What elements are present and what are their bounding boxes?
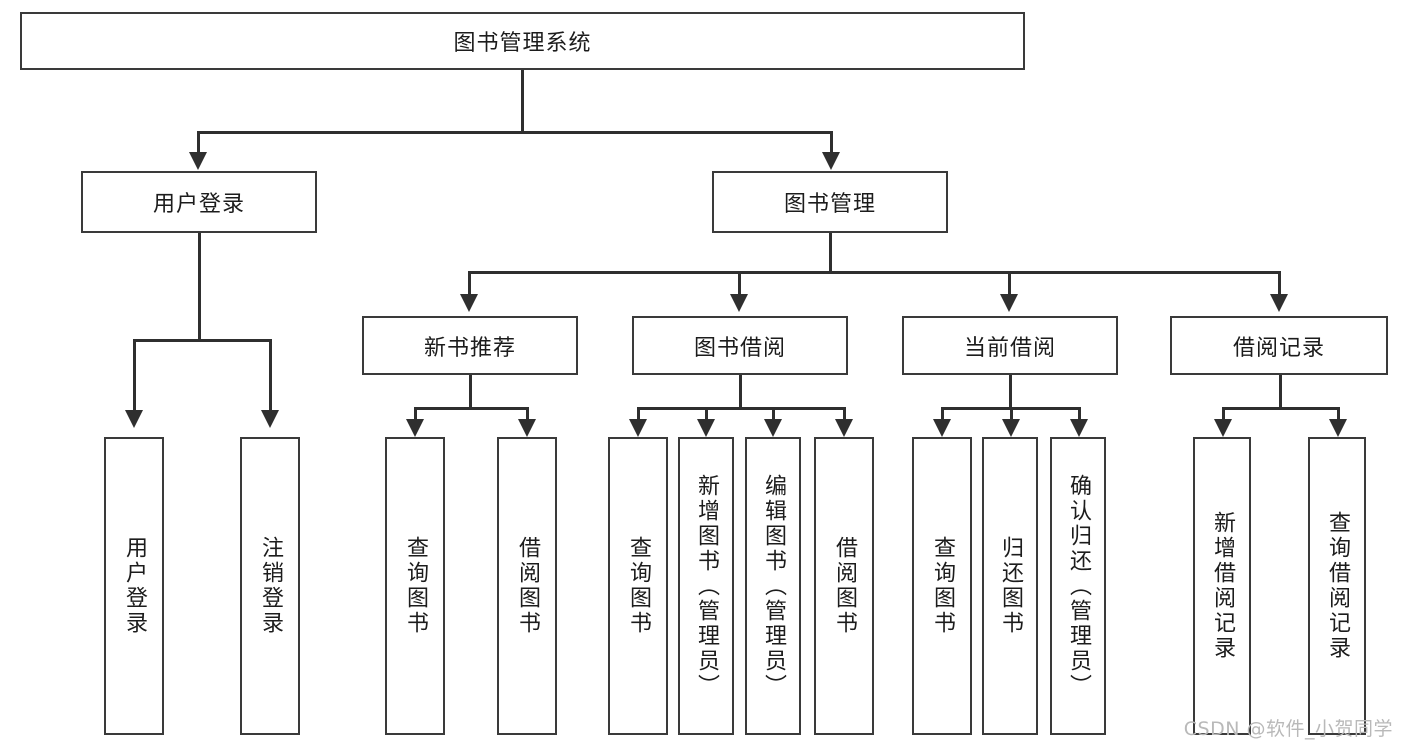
- edge-record-stem: [1279, 375, 1282, 409]
- node-title-system-label: 图书管理系统: [453, 31, 592, 56]
- arrow-user-login-leaf1: [125, 410, 143, 428]
- node-leaf-confirm-return-label: 确认归还（管理员）: [1066, 473, 1091, 699]
- edge-current-stem: [1009, 375, 1012, 409]
- edge-book-mgmt-to-borrow: [738, 271, 741, 295]
- arrow-root-to-book-mgmt: [822, 152, 840, 170]
- edge-current-leaf3: [1078, 407, 1081, 421]
- edge-record-leaf1: [1222, 407, 1225, 421]
- node-leaf-query-book-1-label: 查询图书: [403, 536, 428, 636]
- arrow-borrow-leaf2: [697, 419, 715, 437]
- arrow-borrow-leaf1: [629, 419, 647, 437]
- edge-new-book-leaf1: [414, 407, 417, 421]
- node-book-borrow[interactable]: 图书借阅: [632, 316, 848, 375]
- arrow-user-login-leaf2: [261, 410, 279, 428]
- node-title-system[interactable]: 图书管理系统: [20, 12, 1025, 70]
- node-current-borrow-label: 当前借阅: [963, 335, 1056, 361]
- arrow-new-book-leaf2: [518, 419, 536, 437]
- edge-root-bus: [197, 131, 833, 134]
- node-leaf-return-book-label: 归还图书: [998, 536, 1023, 636]
- edge-borrow-leaf1: [637, 407, 640, 421]
- arrow-book-mgmt-to-borrow: [730, 294, 748, 312]
- watermark-text: CSDN @软件_小贺同学: [1183, 718, 1393, 740]
- arrow-book-mgmt-to-record: [1270, 294, 1288, 312]
- edge-borrow-leaf2: [705, 407, 708, 421]
- edge-borrow-stem: [739, 375, 742, 409]
- arrow-borrow-leaf3: [764, 419, 782, 437]
- edge-new-book-stem: [469, 375, 472, 409]
- edge-new-book-leaf2: [526, 407, 529, 421]
- edge-user-login-leaf2: [269, 339, 272, 411]
- node-new-book-recommend-label: 新书推荐: [423, 335, 516, 361]
- edge-current-leaf1: [941, 407, 944, 421]
- node-leaf-add-book-label: 新增图书（管理员）: [694, 473, 719, 699]
- node-new-book-recommend[interactable]: 新书推荐: [362, 316, 578, 375]
- edge-book-mgmt-to-record: [1278, 271, 1281, 295]
- node-leaf-return-book[interactable]: 归还图书: [982, 437, 1038, 735]
- node-leaf-query-book-1[interactable]: 查询图书: [385, 437, 445, 735]
- arrow-root-to-user-login: [189, 152, 207, 170]
- node-leaf-borrow-book-2-label: 借阅图书: [832, 536, 857, 636]
- node-borrow-record[interactable]: 借阅记录: [1170, 316, 1388, 375]
- arrow-record-leaf1: [1214, 419, 1232, 437]
- node-book-management-label: 图书管理: [783, 192, 876, 217]
- node-leaf-confirm-return[interactable]: 确认归还（管理员）: [1050, 437, 1106, 735]
- edge-root-to-book-mgmt: [830, 131, 833, 153]
- node-leaf-edit-book-label: 编辑图书（管理员）: [761, 473, 786, 699]
- arrow-current-leaf3: [1070, 419, 1088, 437]
- edge-borrow-leaf4: [843, 407, 846, 421]
- node-leaf-query-book-3[interactable]: 查询图书: [912, 437, 972, 735]
- arrow-book-mgmt-to-new-book: [460, 294, 478, 312]
- arrow-book-mgmt-to-current: [1000, 294, 1018, 312]
- node-user-login[interactable]: 用户登录: [81, 171, 317, 233]
- node-leaf-borrow-book-1[interactable]: 借阅图书: [497, 437, 557, 735]
- node-leaf-add-borrow-record-label: 新增借阅记录: [1210, 511, 1235, 661]
- node-leaf-query-book-2-label: 查询图书: [626, 536, 651, 636]
- edge-borrow-bus: [637, 407, 846, 410]
- node-current-borrow[interactable]: 当前借阅: [902, 316, 1118, 375]
- node-leaf-query-book-2[interactable]: 查询图书: [608, 437, 668, 735]
- edge-root-to-user-login: [197, 131, 200, 153]
- edge-book-mgmt-stem: [829, 232, 832, 272]
- edge-user-login-stem: [198, 232, 201, 340]
- edge-root-stem: [521, 70, 524, 132]
- node-leaf-logout[interactable]: 注销登录: [240, 437, 300, 735]
- edge-user-login-bus: [133, 339, 271, 342]
- node-leaf-query-book-3-label: 查询图书: [930, 536, 955, 636]
- node-user-login-label: 用户登录: [152, 192, 245, 217]
- edge-book-mgmt-to-new-book: [468, 271, 471, 295]
- edge-current-leaf2: [1010, 407, 1013, 421]
- node-leaf-logout-label: 注销登录: [258, 536, 283, 636]
- edge-user-login-leaf1: [133, 339, 136, 411]
- node-leaf-edit-book[interactable]: 编辑图书（管理员）: [745, 437, 801, 735]
- node-leaf-borrow-book-1-label: 借阅图书: [515, 536, 540, 636]
- node-leaf-query-borrow-record[interactable]: 查询借阅记录: [1308, 437, 1366, 735]
- node-leaf-query-borrow-record-label: 查询借阅记录: [1325, 511, 1350, 661]
- edge-record-bus: [1222, 407, 1340, 410]
- arrow-current-leaf1: [933, 419, 951, 437]
- edge-record-leaf2: [1337, 407, 1340, 421]
- node-leaf-borrow-book-2[interactable]: 借阅图书: [814, 437, 874, 735]
- node-book-management[interactable]: 图书管理: [712, 171, 948, 233]
- edge-book-mgmt-bus: [468, 271, 1281, 274]
- node-leaf-user-login[interactable]: 用户登录: [104, 437, 164, 735]
- node-borrow-record-label: 借阅记录: [1232, 335, 1325, 361]
- arrow-record-leaf2: [1329, 419, 1347, 437]
- node-leaf-add-book[interactable]: 新增图书（管理员）: [678, 437, 734, 735]
- arrow-new-book-leaf1: [406, 419, 424, 437]
- arrow-borrow-leaf4: [835, 419, 853, 437]
- edge-book-mgmt-to-current: [1008, 271, 1011, 295]
- edge-borrow-leaf3: [772, 407, 775, 421]
- edge-new-book-bus: [414, 407, 529, 410]
- node-leaf-user-login-label: 用户登录: [122, 536, 147, 636]
- node-leaf-add-borrow-record[interactable]: 新增借阅记录: [1193, 437, 1251, 735]
- node-book-borrow-label: 图书借阅: [693, 335, 786, 361]
- arrow-current-leaf2: [1002, 419, 1020, 437]
